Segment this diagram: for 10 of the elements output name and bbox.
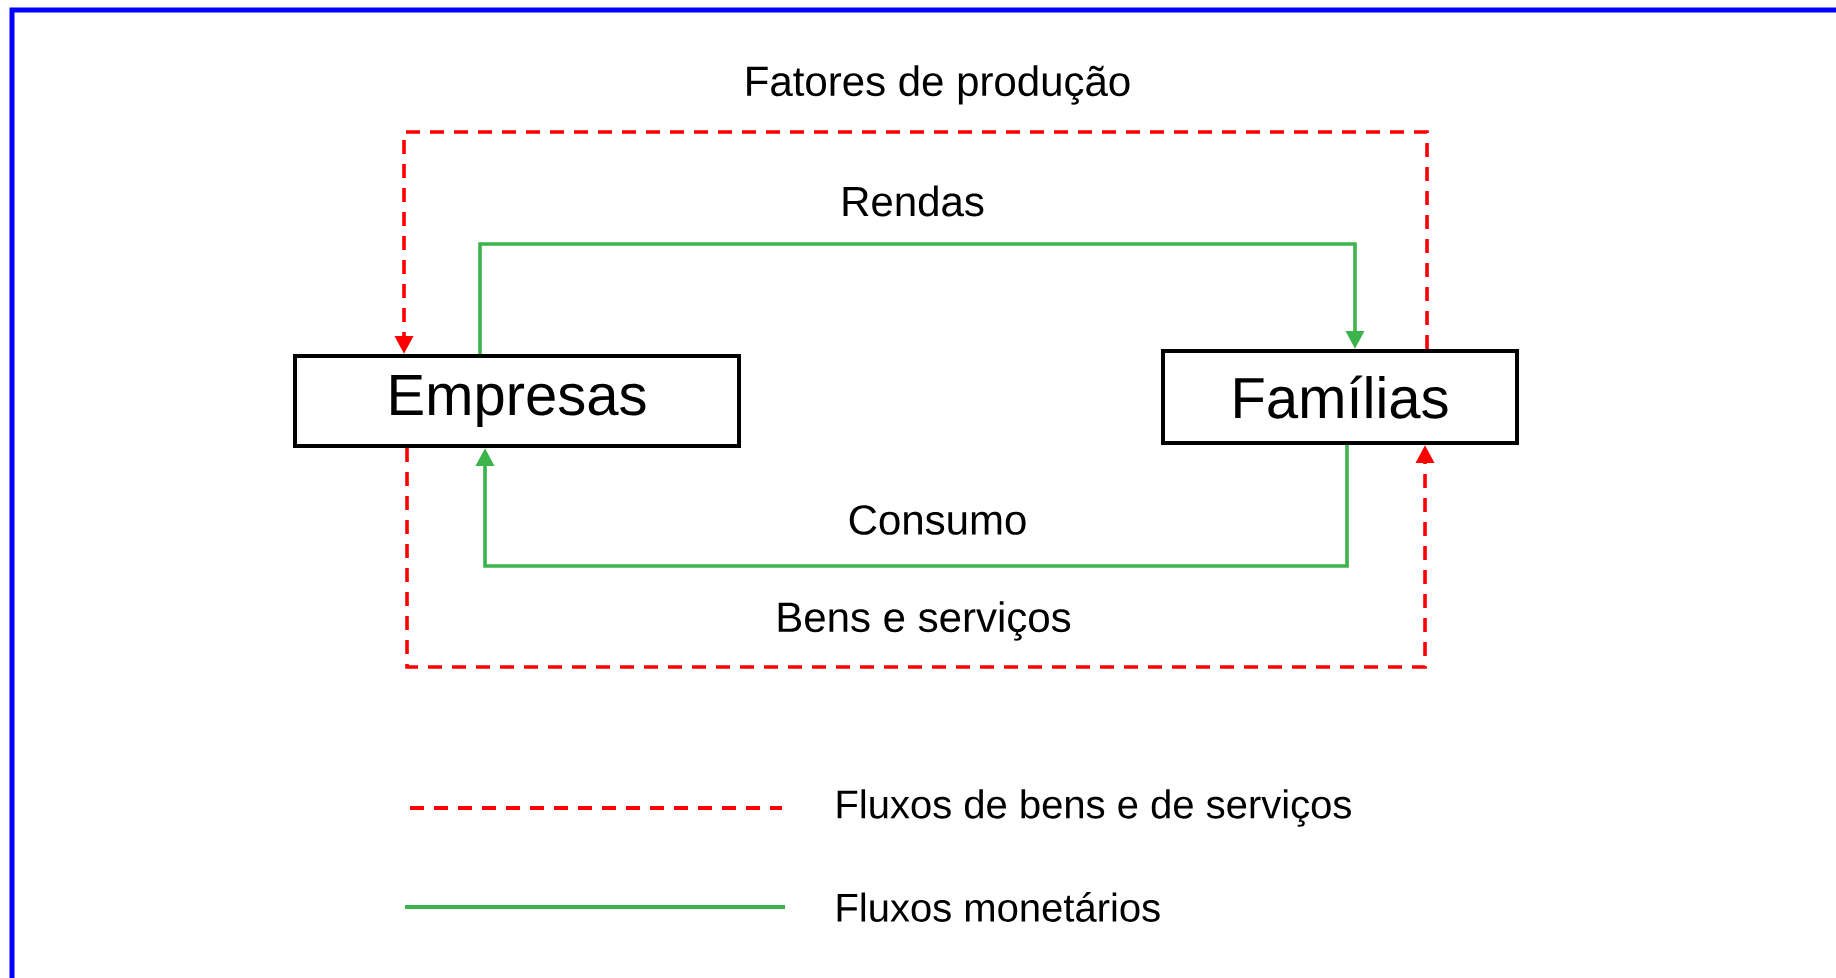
edge-label: Consumo (845, 503, 1030, 537)
edge-label: Fatores de produção (741, 63, 1134, 107)
arrow (475, 445, 1349, 568)
edge-label: Bens e serviços (773, 599, 1074, 643)
edge-label: Rendas (838, 183, 987, 219)
entity-box: Empresas (293, 354, 741, 448)
legend-text: Fluxos monetários (837, 892, 1160, 922)
arrow (478, 242, 1365, 354)
legend-text: Fluxos de bens e de serviços (837, 789, 1351, 827)
entity-box: Famílias (1161, 349, 1519, 445)
